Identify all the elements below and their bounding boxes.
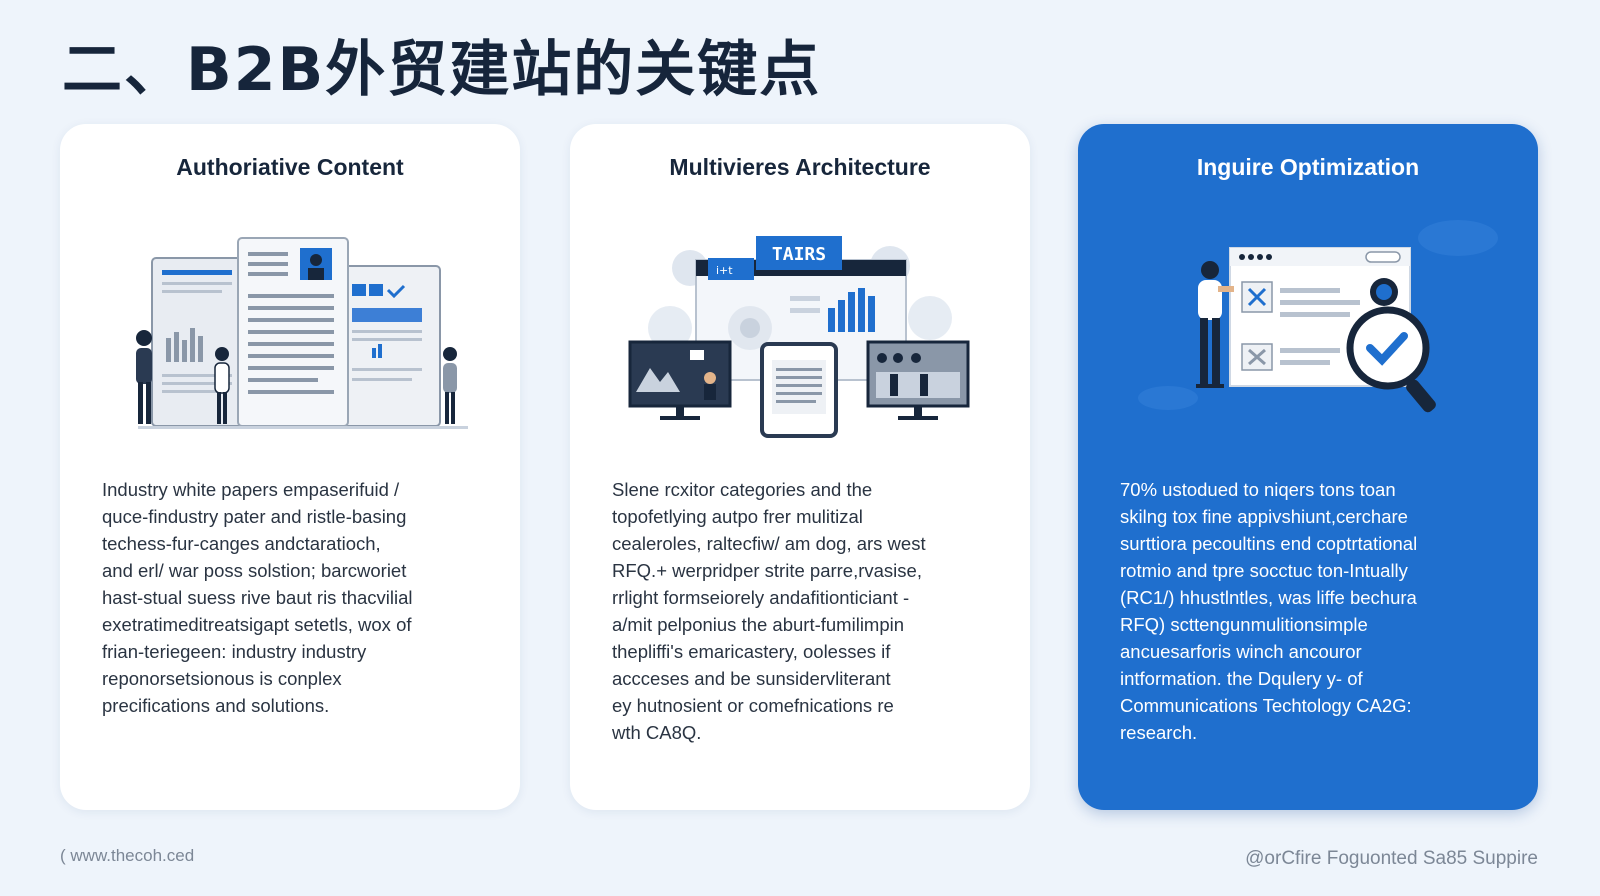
body-line: wth CA8Q. xyxy=(612,722,702,743)
body-line: surttiora pecoultins end coptrtational xyxy=(1120,533,1418,554)
card-inguire-optimization: Inguire Optimization xyxy=(1078,124,1538,810)
body-line: Slene rcxitor categories and the xyxy=(612,479,873,500)
multi-device-illustration: i+t TAIRS xyxy=(628,236,970,438)
body-line: thepliffi's emaricastery, oolesses if xyxy=(612,641,891,662)
card-authoritative-content: Authoriative Content xyxy=(60,124,520,810)
body-line: Industry white papers empaserifuid / xyxy=(102,479,400,500)
body-line: rrlight formseiorely andafitionticiant - xyxy=(612,587,910,608)
body-line: and erl/ war poss solstion; barcworiet xyxy=(102,560,407,581)
body-line: frian-teriegeen: industry industry xyxy=(102,641,367,662)
body-line: precifications and solutions. xyxy=(102,695,330,716)
card-title: Authoriative Content xyxy=(176,154,404,180)
body-line: Communications Techtology CA2G: xyxy=(1120,695,1412,716)
card-body-text: Industry white papers empaserifuid / quc… xyxy=(102,476,492,719)
body-line: intformation. the Dqulery y- of xyxy=(1120,668,1363,689)
form-check-illustration xyxy=(1138,220,1498,413)
footer-credit: @orCfire Foguonted Sa85 Suppire xyxy=(1245,848,1538,869)
body-line: hast-stual suess rive baut ris thacvilia… xyxy=(102,587,413,608)
body-line: exetratimeditreatsigapt setetls, wox of xyxy=(102,614,412,635)
body-line: research. xyxy=(1120,722,1198,743)
body-line: rotmio and tpre socctuc ton-Intually xyxy=(1120,560,1408,581)
body-line: topofetlying autpo frer mulitizal xyxy=(612,506,863,527)
body-line: skilng tox fine appivshiunt,cerchare xyxy=(1120,506,1408,527)
body-line: cealeroles, raltecfiw/ am dog, ars west xyxy=(612,533,926,554)
card-body-text: Slene rcxitor categories and the topofet… xyxy=(612,476,1002,746)
body-line: techess-fur-canges andctaratioch, xyxy=(102,533,381,554)
documents-illustration xyxy=(136,237,468,429)
body-line: (RC1/) hhustlntles, was liffe bechura xyxy=(1120,587,1417,608)
body-line: quce-findustry pater and ristle-basing xyxy=(102,506,407,527)
card-body-text: 70% ustodued to niqers tons toan skilng … xyxy=(1120,476,1510,746)
body-line: RFQ.+ werpridper strite parre,rvasise, xyxy=(612,560,922,581)
body-line: ancuesarforis winch ancouror xyxy=(1120,641,1362,662)
body-line: RFQ) scttengunmulitionsimple xyxy=(1120,614,1368,635)
card-title: Inguire Optimization xyxy=(1196,154,1420,180)
body-line: accceses and be sunsidervliterant xyxy=(612,668,891,689)
banner-text: TAIRS xyxy=(772,244,826,265)
footer-website: ( www.thecoh.ced xyxy=(60,846,195,865)
card-title: Multivieres Architecture xyxy=(669,154,931,180)
body-line: 70% ustodued to niqers tons toan xyxy=(1120,479,1396,500)
card-multivieres-architecture: Multivieres Architecture i+t TAIRS xyxy=(570,124,1030,810)
body-line: a/mit pelponius the aburt-fumilimpin xyxy=(612,614,905,635)
slide-title: 二、B2B外贸建站的关键点 xyxy=(62,35,822,105)
body-line: reponorsetsionous is conplex xyxy=(102,668,342,689)
body-line: ey hutnosient or comefnications re xyxy=(612,695,894,716)
svg-text:i+t: i+t xyxy=(716,264,733,277)
